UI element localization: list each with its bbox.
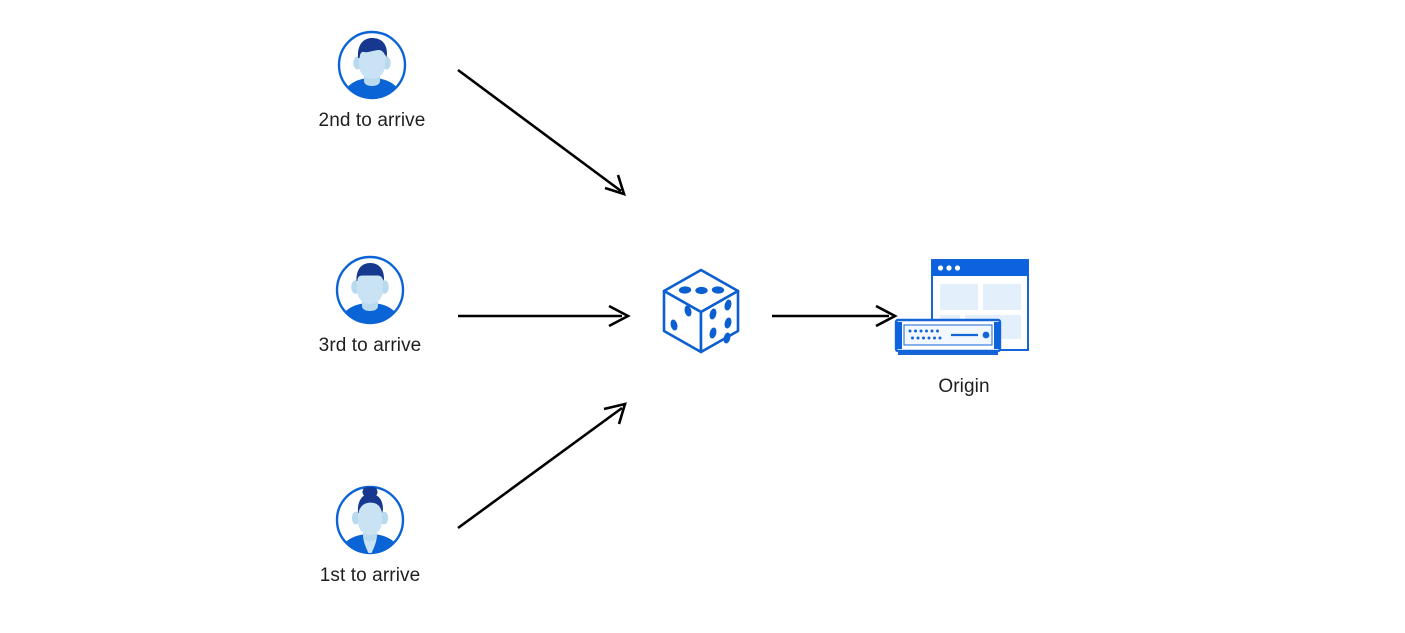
node-client-2[interactable]: 2nd to arrive: [319, 28, 425, 131]
node-label-client-1: 1st to arrive: [319, 565, 421, 586]
node-label-client-2: 2nd to arrive: [318, 110, 426, 131]
node-label-origin: Origin: [938, 376, 990, 397]
user-avatar-icon: [333, 253, 407, 327]
origin-server-icon: [893, 258, 1035, 363]
arrow-client1-to-dice: [457, 402, 627, 530]
node-randomizer[interactable]: [660, 266, 742, 356]
node-origin[interactable]: Origin: [893, 258, 1035, 397]
arrow-dice-to-origin: [772, 304, 898, 328]
arrow-client2-to-dice: [457, 68, 626, 196]
user-avatar-female-icon: [333, 483, 407, 557]
dice-icon: [660, 266, 742, 356]
node-label-client-3: 3rd to arrive: [318, 335, 422, 356]
arrow-client3-to-dice: [458, 304, 631, 328]
user-avatar-icon: [335, 28, 409, 102]
router-device-icon: [894, 318, 1002, 355]
node-client-3[interactable]: 3rd to arrive: [319, 253, 421, 356]
node-client-1[interactable]: 1st to arrive: [320, 483, 420, 586]
